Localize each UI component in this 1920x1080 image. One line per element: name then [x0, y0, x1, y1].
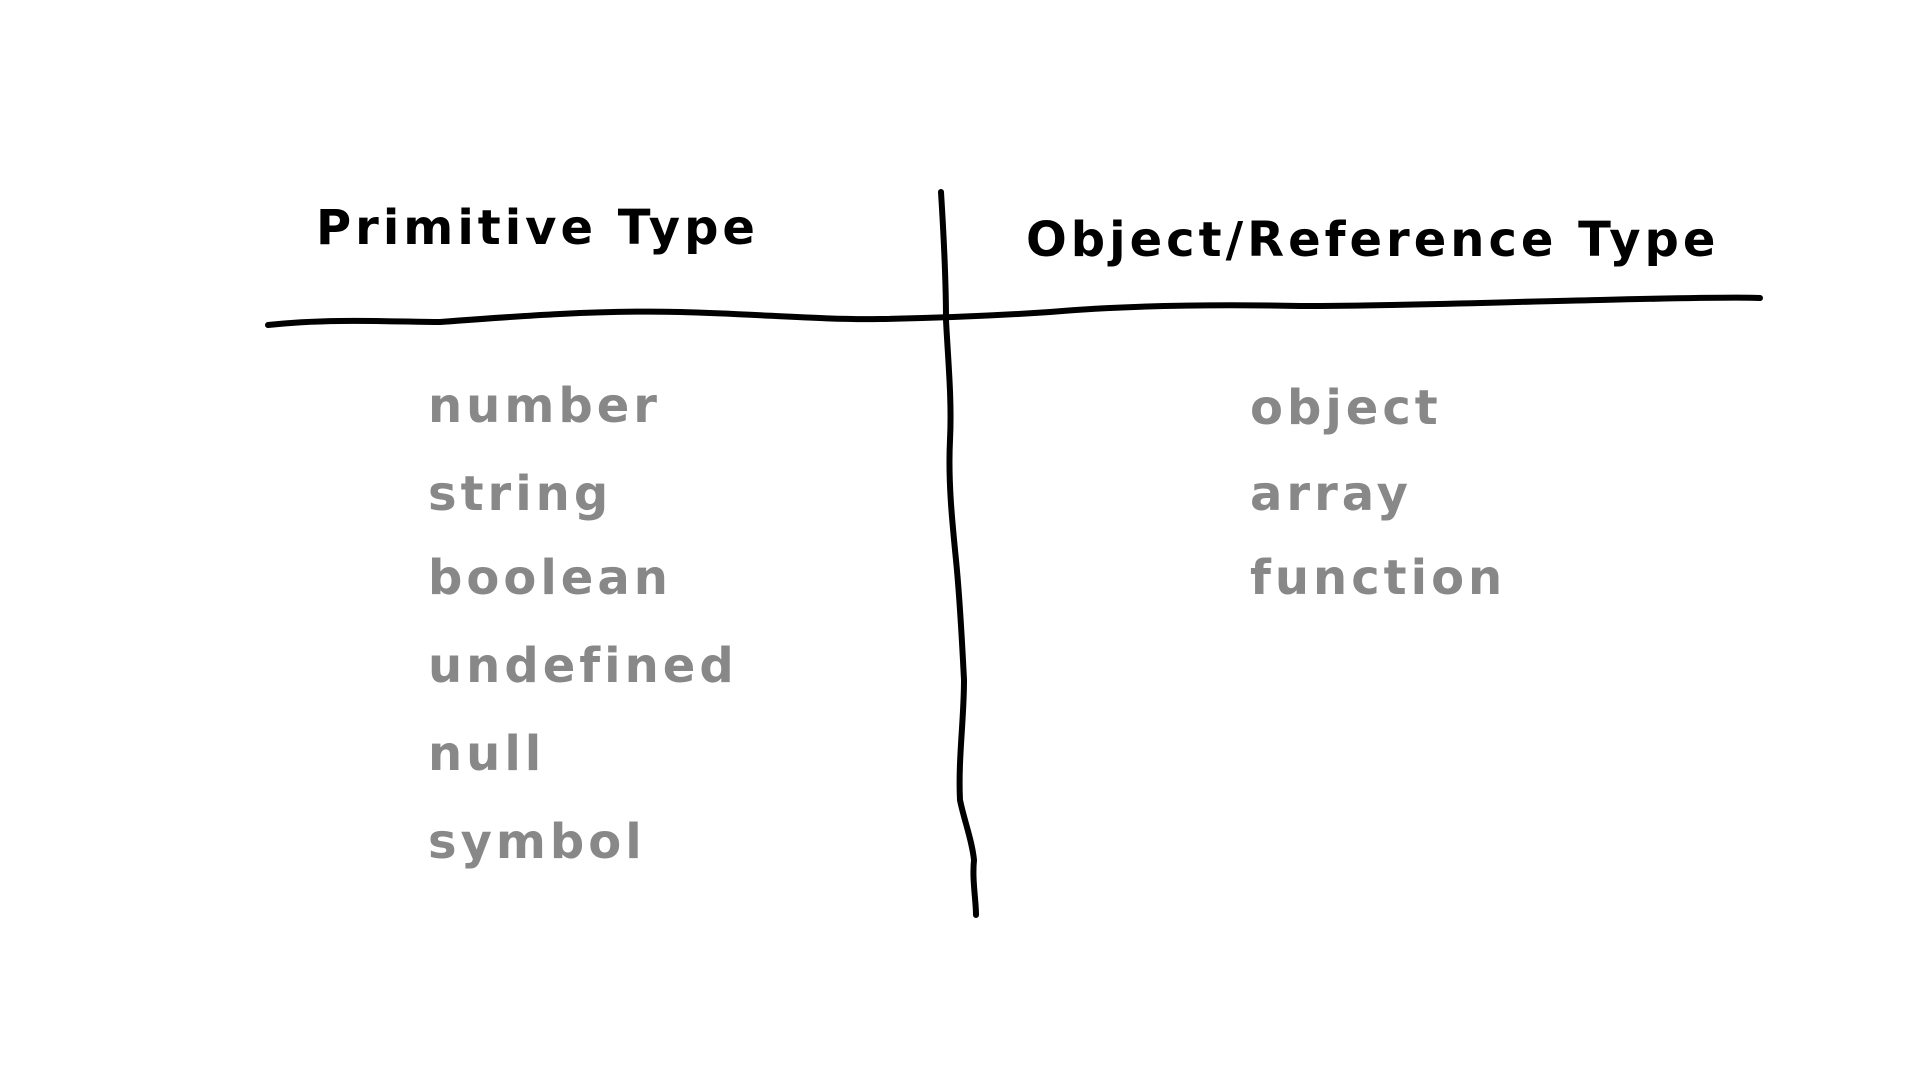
- horizontal-divider: [265, 294, 1763, 328]
- primitive-item-symbol: symbol: [428, 814, 646, 870]
- primitive-item-number: number: [428, 378, 661, 434]
- primitive-type-heading: Primitive Type: [316, 200, 759, 256]
- primitive-item-boolean: boolean: [428, 550, 672, 606]
- primitive-item-undefined: undefined: [428, 638, 738, 694]
- reference-item-function: function: [1250, 550, 1507, 606]
- reference-type-heading: Object/Reference Type: [1026, 212, 1720, 268]
- primitive-item-null: null: [428, 726, 546, 782]
- vertical-divider: [938, 189, 979, 918]
- reference-item-object: object: [1250, 380, 1442, 436]
- reference-item-array: array: [1250, 466, 1412, 522]
- primitive-item-string: string: [428, 466, 613, 522]
